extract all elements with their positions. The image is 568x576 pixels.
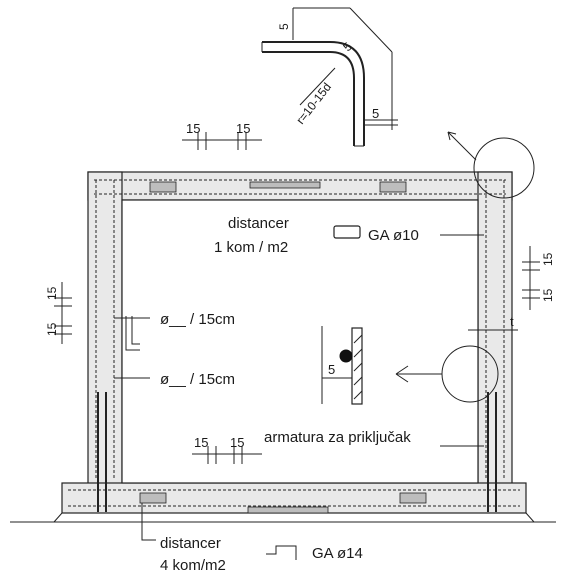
ga14-callout: GA ø14 (266, 545, 363, 562)
spacer-inside-callout: distancer 1 kom / m2 (214, 215, 289, 256)
right-spacing-marks: 15 15 (522, 246, 555, 310)
connection-rebar-label: armatura za priključak (264, 429, 411, 446)
spacing-left-a: 15 (45, 286, 59, 300)
hook-radius-label: r=10-15d (293, 80, 334, 127)
ga14-bar-icon (266, 545, 297, 560)
spacing-top-b: 15 (236, 121, 250, 136)
ga14-label: GA ø14 (312, 545, 363, 562)
ga10-label: GA ø10 (368, 227, 419, 244)
hook-dim-top: 5 (277, 23, 291, 30)
bar-spacing-lower: ø__ / 15cm (160, 371, 235, 388)
spacer-bottom-callout: distancer 4 kom/m2 (141, 503, 226, 574)
spacer-inside-label: distancer (228, 215, 289, 232)
hook-dim-side: 5 (372, 106, 379, 121)
section-frame (10, 171, 556, 523)
hook-detail: 5 5 5 r=10-15d (261, 7, 398, 147)
bar-spacing-upper: ø__ / 15cm (160, 311, 235, 328)
bottom-spacing-marks: 15 15 (192, 435, 262, 464)
wall-bar-detail: 5 (321, 326, 363, 405)
detail-tick: t (510, 314, 514, 329)
bar-spacing-callouts: ø__ / 15cm ø__ / 15cm (114, 311, 235, 388)
ga10-callout: GA ø10 (333, 225, 484, 244)
spacing-bottom-b: 15 (230, 435, 244, 450)
spacer-bottom-rate: 4 kom/m2 (160, 557, 226, 574)
left-spacing-marks: 15 15 (45, 282, 72, 344)
spacing-right-a: 15 (541, 252, 555, 266)
spacing-top-a: 15 (186, 121, 200, 136)
spacing-bottom-a: 15 (194, 435, 208, 450)
spacer-inside-rate: 1 kom / m2 (214, 239, 288, 256)
corner-detail-callout (447, 131, 535, 199)
spacing-left-b: 15 (45, 322, 59, 336)
wall-detail-callout: t (395, 314, 518, 403)
spacing-right-b: 15 (541, 288, 555, 302)
spacer-bottom-label: distancer (160, 535, 221, 552)
detail-dim: 5 (328, 362, 335, 377)
top-spacing-marks: 15 15 (182, 121, 262, 150)
hook-dim-corner: 5 (340, 39, 355, 54)
